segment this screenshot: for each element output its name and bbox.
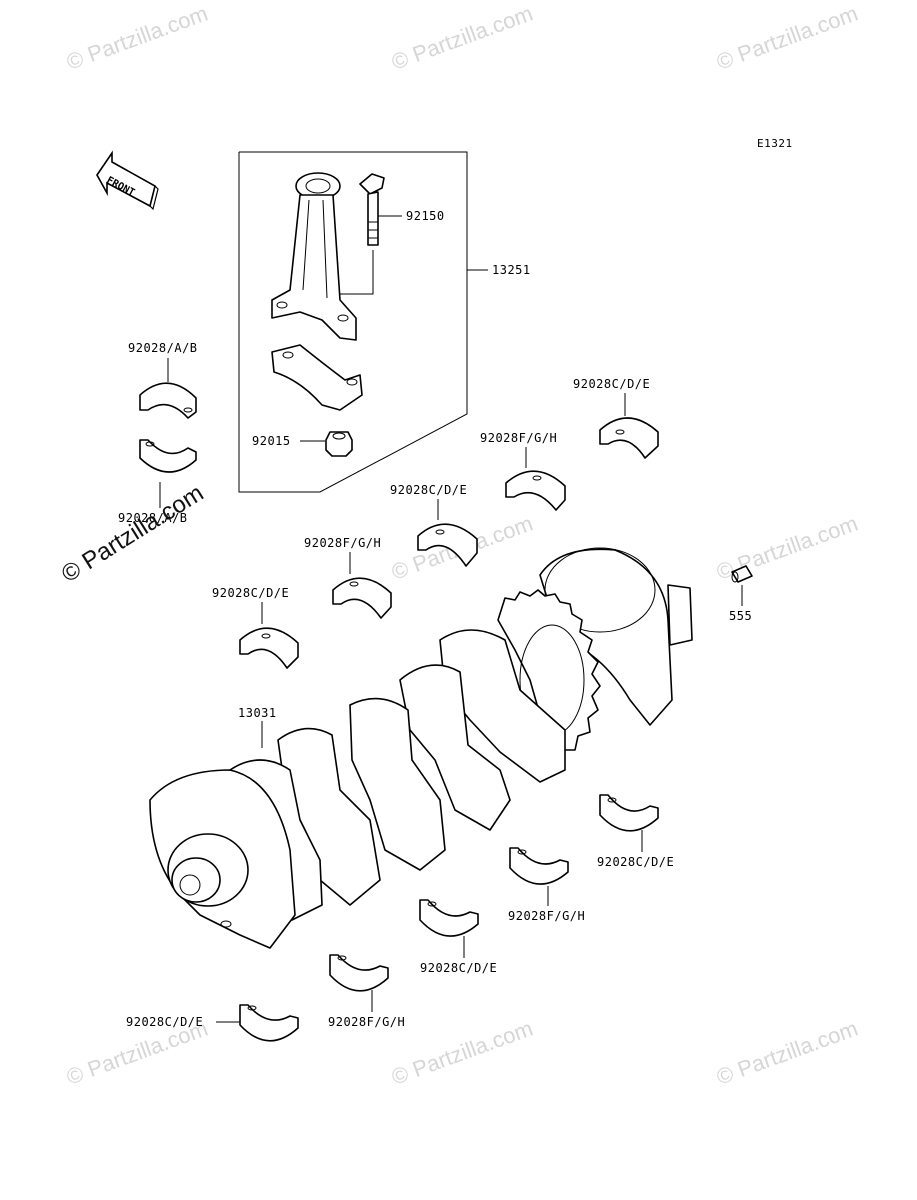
watermark-text-large: © Partzilla.com [57,479,208,588]
label-92028fgh-1: 92028F/G/H [480,431,557,445]
bearing-shell-icon [509,847,569,885]
bearing-shell-icon [139,382,197,419]
bearing-shell-icon [419,899,479,937]
label-92028cde-6: 92028C/D/E [126,1015,203,1029]
label-92028fgh-4: 92028F/G/H [328,1015,405,1029]
watermark-text: © Partzilla.com [63,1,211,75]
label-92028-ab-top: 92028/A/B [128,341,198,355]
bearing-shell-icon [417,523,478,567]
bearing-shell-icon [239,627,299,669]
bearing-shell-icon [505,470,566,511]
watermark-text: © Partzilla.com [388,1,536,75]
label-92150: 92150 [406,209,445,223]
conrod-bolt-icon [359,173,385,246]
label-13031: 13031 [238,706,277,720]
watermark-text: © Partzilla.com [388,1016,536,1090]
label-555: 555 [729,609,752,623]
front-arrow-icon: FRONT [96,150,159,211]
label-92028cde-3: 92028C/D/E [212,586,289,600]
bearing-shell-icon [599,794,659,832]
label-92028fgh-2: 92028F/G/H [304,536,381,550]
diagram-code: E1321 [757,137,793,150]
watermark-text: © Partzilla.com [713,1016,861,1090]
label-92028cde-5: 92028C/D/E [420,961,497,975]
label-92028cde-2: 92028C/D/E [390,483,467,497]
bearing-shell-icon [329,954,389,992]
label-13251: 13251 [492,263,531,277]
bearing-shell-icon [599,417,659,459]
conrod-cap-icon [271,344,363,411]
connecting-rod-icon [271,172,357,341]
label-92015: 92015 [252,434,291,448]
label-92028fgh-3: 92028F/G/H [508,909,585,923]
dowel-pin-icon [731,565,753,583]
label-92028cde-4: 92028C/D/E [597,855,674,869]
conrod-assembly-bracket [238,151,468,493]
label-92028-ab-bottom: 92028/A/B [118,511,188,525]
label-92028cde-1: 92028C/D/E [573,377,650,391]
crankshaft-icon [149,547,693,949]
bearing-shell-icon [332,577,392,619]
conrod-nut-icon [325,431,353,457]
bearing-shell-icon [239,1004,299,1042]
bearing-shell-icon [139,439,197,473]
watermark-text: © Partzilla.com [713,1,861,75]
